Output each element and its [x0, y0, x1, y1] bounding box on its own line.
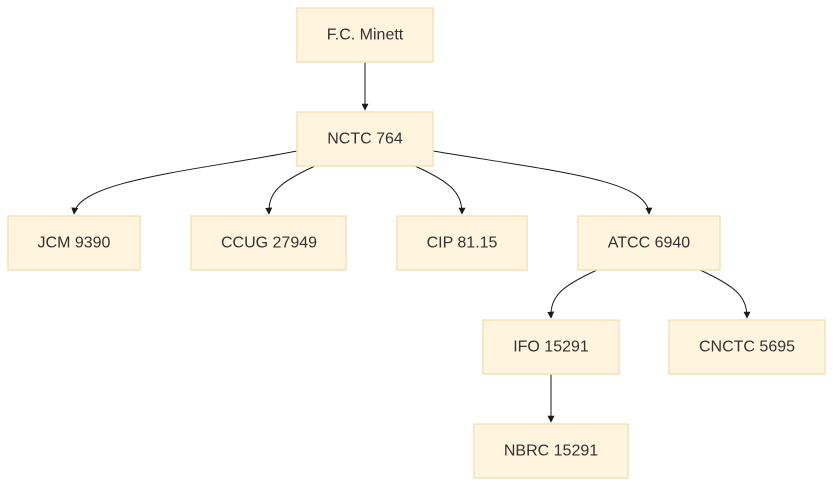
node-atcc-6940[interactable]: ATCC 6940 — [577, 215, 721, 271]
edge-atcc-6940-to-cnctc-5695 — [699, 269, 751, 319]
node-label-fc-minett: F.C. Minett — [327, 27, 404, 44]
edge-nctc-764-to-cip-81-15 — [414, 165, 466, 215]
edge-nctc-764-to-atcc-6940 — [432, 150, 653, 215]
node-ccug-27949[interactable]: CCUG 27949 — [190, 215, 347, 271]
edge-atcc-6940-to-ifo-15291 — [547, 269, 598, 319]
edge-nctc-764-to-ccug-27949 — [265, 165, 316, 215]
node-fc-minett[interactable]: F.C. Minett — [296, 7, 434, 63]
node-label-jcm-9390: JCM 9390 — [38, 235, 111, 252]
node-label-ifo-15291: IFO 15291 — [513, 339, 589, 356]
node-cnctc-5695[interactable]: CNCTC 5695 — [668, 319, 826, 375]
node-label-cip-81-15: CIP 81.15 — [427, 235, 498, 252]
node-nctc-764[interactable]: NCTC 764 — [296, 111, 434, 167]
node-label-nbrc-15291: NBRC 15291 — [504, 443, 598, 460]
node-ifo-15291[interactable]: IFO 15291 — [482, 319, 620, 375]
node-nbrc-15291[interactable]: NBRC 15291 — [473, 423, 629, 479]
node-label-cnctc-5695: CNCTC 5695 — [699, 339, 795, 356]
node-label-ccug-27949: CCUG 27949 — [221, 235, 317, 252]
node-jcm-9390[interactable]: JCM 9390 — [7, 215, 141, 271]
node-label-nctc-764: NCTC 764 — [327, 131, 403, 148]
node-cip-81-15[interactable]: CIP 81.15 — [396, 215, 528, 271]
node-label-atcc-6940: ATCC 6940 — [608, 235, 691, 252]
edge-nctc-764-to-jcm-9390 — [71, 150, 298, 215]
